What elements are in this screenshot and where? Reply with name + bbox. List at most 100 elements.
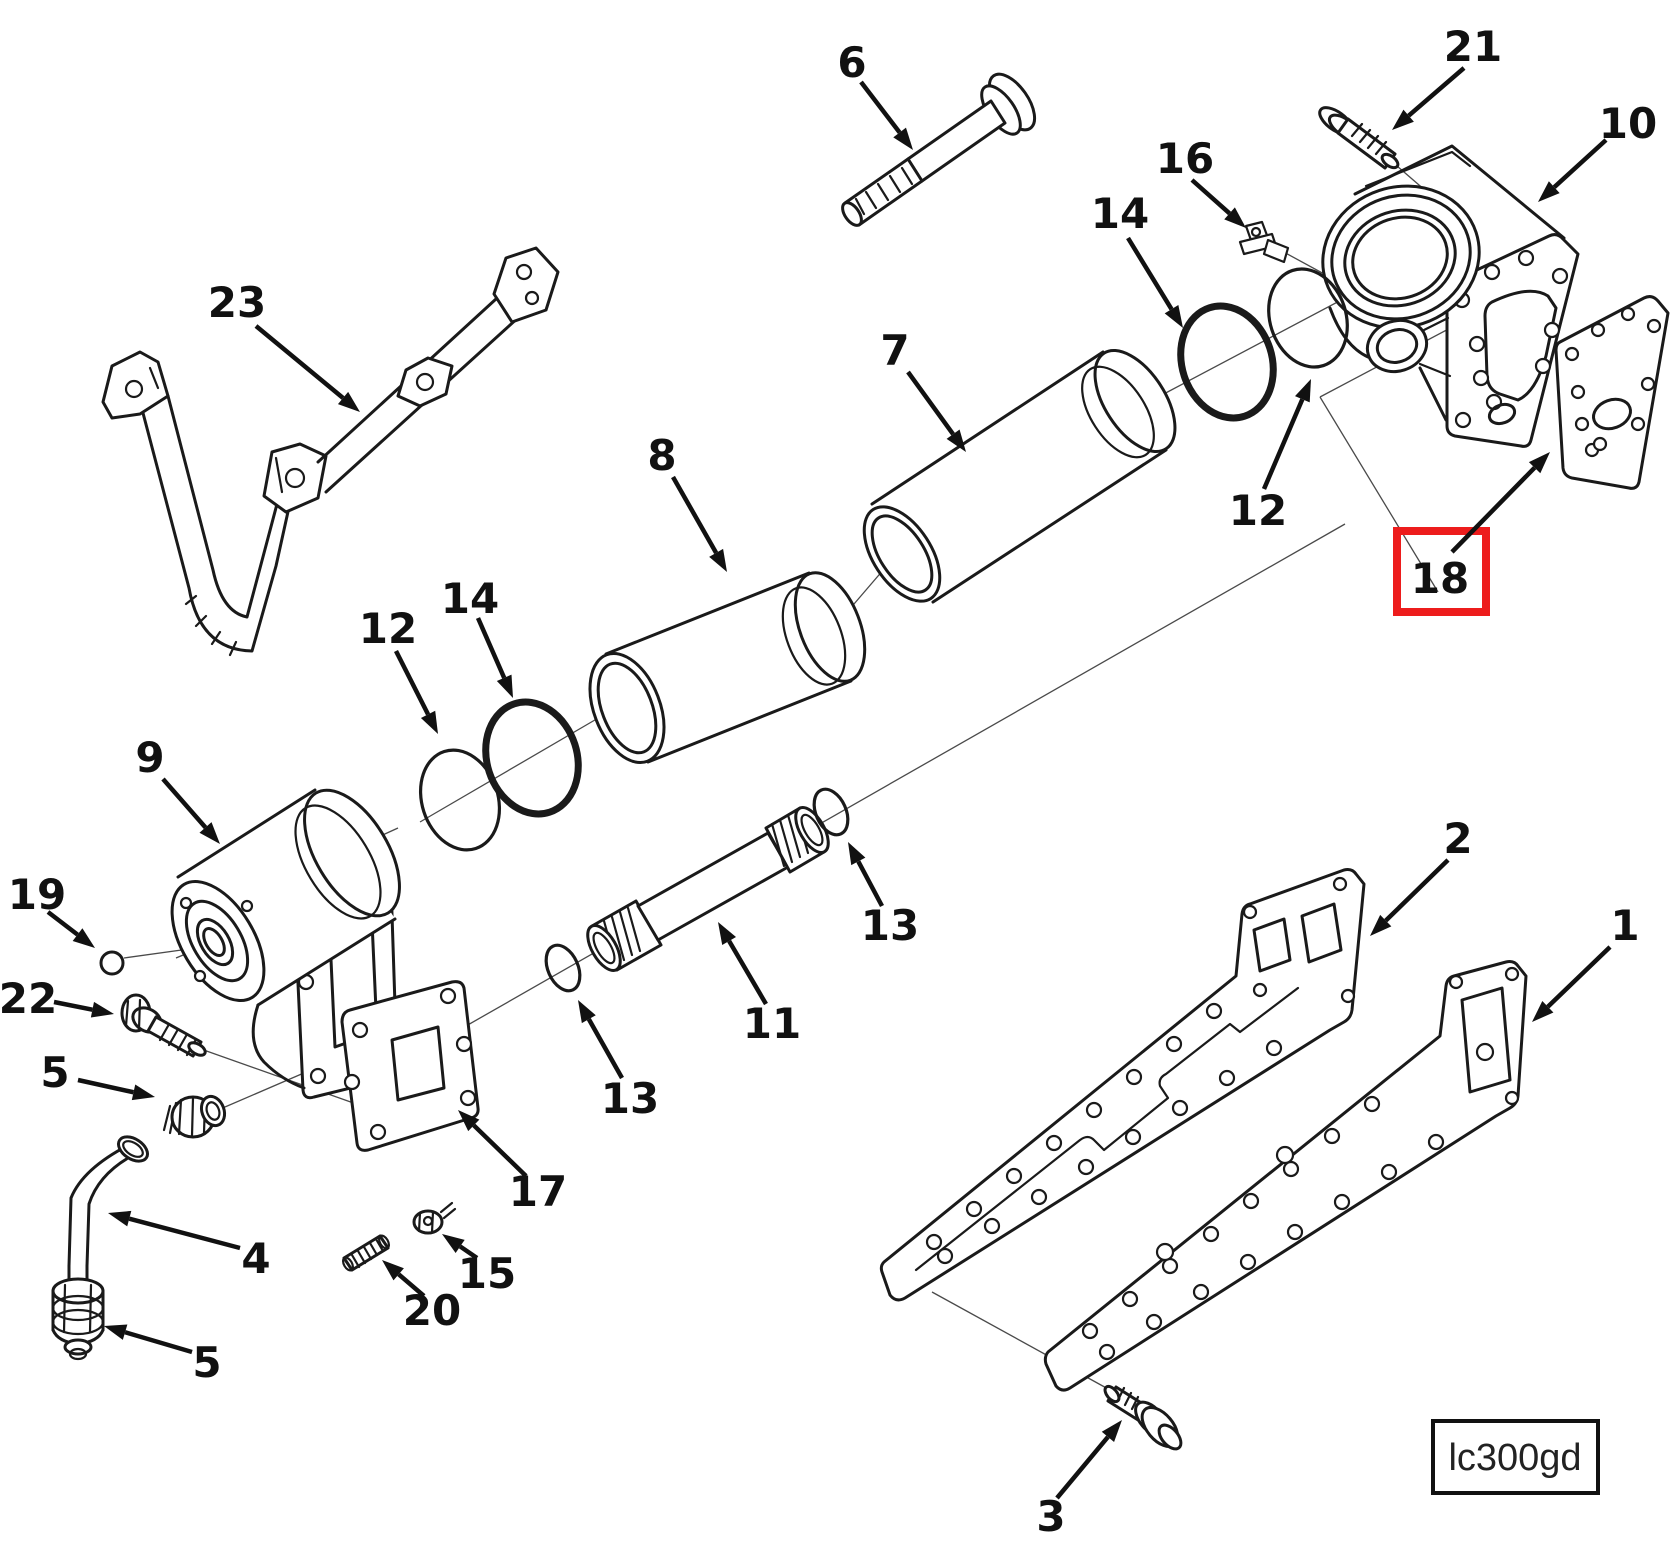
callout-arrowhead-icon (90, 1001, 114, 1018)
threaded-stud (341, 1234, 391, 1272)
callout-5[interactable]: 5 (40, 1048, 155, 1101)
callout-23[interactable]: 23 (208, 278, 360, 412)
callout-arrow-line (727, 939, 768, 1006)
callout-number-14: 14 (1091, 189, 1149, 238)
callout-arrow-line (906, 370, 955, 436)
callout-arrowhead-icon (1101, 1420, 1122, 1443)
callout-arrowhead-icon (718, 922, 737, 946)
callout-20[interactable]: 20 (382, 1260, 461, 1335)
callout-arrow-line (856, 860, 884, 908)
callout-arrowhead-icon (72, 928, 95, 948)
callout-number-17: 17 (509, 1167, 567, 1216)
callout-11[interactable]: 11 (718, 922, 801, 1048)
callout-14[interactable]: 14 (1091, 189, 1183, 328)
callout-arrowhead-icon (1538, 181, 1560, 202)
oring-12-right (1267, 267, 1349, 369)
callout-number-4: 4 (241, 1234, 270, 1283)
oring-14-left (482, 698, 582, 818)
hex-fitting-lower (51, 1277, 105, 1361)
callout-arrowhead-icon (131, 1084, 155, 1101)
callout-arrowhead-icon (496, 674, 513, 698)
callout-16[interactable]: 16 (1156, 134, 1246, 228)
callout-arrow-line (393, 649, 431, 716)
highlight-box-18[interactable] (1393, 527, 1490, 616)
callout-5[interactable]: 5 (104, 1324, 222, 1388)
callout-12[interactable]: 12 (1229, 379, 1311, 535)
callout-15[interactable]: 15 (442, 1234, 516, 1298)
callout-3[interactable]: 3 (1036, 1420, 1122, 1541)
callout-arrowhead-icon (1164, 305, 1183, 328)
callout-arrow-line (472, 1123, 528, 1178)
callout-arrowhead-icon (104, 1324, 128, 1340)
connection-housing (1321, 144, 1580, 448)
callout-arrowhead-icon (1294, 379, 1311, 403)
callout-13[interactable]: 13 (848, 842, 919, 950)
callout-arrowhead-icon (1532, 1000, 1554, 1022)
callout-10[interactable]: 10 (1538, 99, 1657, 202)
callout-number-5: 5 (192, 1338, 221, 1387)
callout-arrow-line (1546, 945, 1612, 1009)
callout-number-19: 19 (8, 870, 66, 919)
hex-nut (412, 1201, 457, 1235)
callout-8[interactable]: 8 (647, 431, 727, 572)
callout-9[interactable]: 9 (135, 733, 220, 844)
callout-14[interactable]: 14 (441, 574, 513, 698)
callout-22[interactable]: 22 (0, 974, 114, 1023)
oring-14-right (1177, 302, 1277, 422)
callout-number-14: 14 (441, 574, 499, 623)
callout-arrow-line (1261, 398, 1305, 490)
callout-arrow-line (1552, 138, 1608, 189)
callout-arrowhead-icon (420, 710, 438, 734)
callout-number-16: 16 (1156, 134, 1214, 183)
callout-number-10: 10 (1599, 99, 1657, 148)
callout-18[interactable]: 18 (1411, 452, 1550, 603)
callout-19[interactable]: 19 (8, 870, 95, 948)
callout-number-22: 22 (0, 974, 57, 1023)
flange-bolt-21 (1318, 106, 1400, 170)
callout-arrow-line (671, 475, 719, 554)
callout-arrowhead-icon (709, 548, 727, 572)
callout-12[interactable]: 12 (359, 604, 438, 734)
callout-layer: 1234556789101112121313141415161718192021… (0, 22, 1657, 1541)
cooler-element-8 (588, 571, 867, 765)
callout-arrowhead-icon (1370, 914, 1392, 936)
callout-arrowhead-icon (337, 391, 360, 412)
callout-13[interactable]: 13 (578, 1000, 659, 1123)
callout-arrow-line (1450, 466, 1537, 554)
oring-13-left (544, 943, 582, 993)
callout-number-20: 20 (403, 1286, 461, 1335)
callout-1[interactable]: 1 (1532, 901, 1640, 1022)
callout-number-12: 12 (1229, 486, 1287, 535)
callout-number-18: 18 (1411, 554, 1469, 603)
callout-arrow-line (1384, 858, 1450, 923)
cooler-element-7 (862, 348, 1177, 604)
callout-arrowhead-icon (442, 1234, 465, 1254)
callout-arrow-line (586, 1018, 624, 1080)
callout-arrowhead-icon (382, 1260, 404, 1281)
elbow-hose (67, 1135, 149, 1286)
callout-number-15: 15 (458, 1249, 516, 1298)
callout-6[interactable]: 6 (837, 38, 913, 150)
hex-fitting-upper (162, 1094, 227, 1139)
diagram-code-box: lc300gd (1431, 1419, 1600, 1495)
vent-fitting (1238, 220, 1290, 264)
callout-arrowhead-icon (1528, 452, 1550, 474)
callout-arrow-line (161, 777, 208, 829)
callout-arrowhead-icon (893, 127, 913, 150)
connection-gasket (1554, 295, 1670, 490)
callout-4[interactable]: 4 (108, 1210, 271, 1283)
callout-number-8: 8 (647, 431, 676, 480)
callout-7[interactable]: 7 (880, 326, 966, 452)
callout-number-23: 23 (208, 278, 266, 327)
callout-arrow-line (1407, 66, 1466, 118)
callout-number-11: 11 (743, 999, 801, 1048)
callout-17[interactable]: 17 (458, 1110, 567, 1216)
highlight-layer (1393, 527, 1490, 616)
callout-arrow-line (124, 1330, 193, 1355)
callout-21[interactable]: 21 (1392, 22, 1502, 130)
callout-2[interactable]: 2 (1370, 814, 1473, 936)
callout-arrow-line (254, 324, 345, 400)
callout-arrow-line (53, 999, 93, 1012)
